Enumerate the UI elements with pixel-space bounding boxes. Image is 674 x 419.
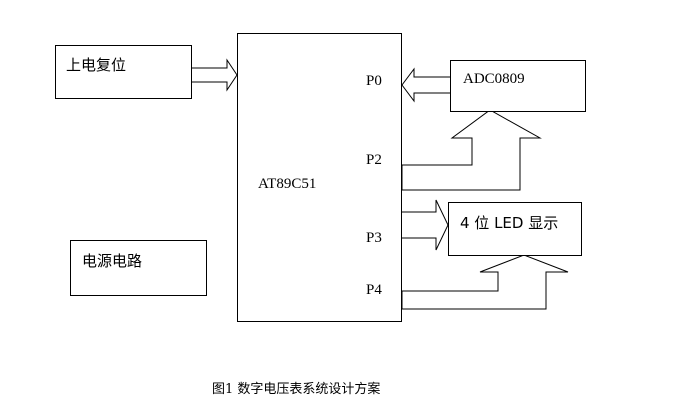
adc-block: [450, 60, 586, 112]
power-block: [70, 240, 207, 296]
figure-caption: 图1 数字电压表系统设计方案: [212, 382, 381, 397]
display-label: 4 位 LED 显示: [460, 214, 559, 232]
reset-block: [55, 45, 192, 99]
p2-to-adc-arrow: [401, 109, 542, 191]
reset-to-mcu-arrow: [192, 58, 238, 92]
mcu-block: [237, 33, 402, 322]
adc-to-p0-arrow: [401, 67, 450, 103]
p4-to-display-arrow: [401, 254, 569, 310]
display-block: [448, 202, 582, 256]
port-p3-label: P3: [366, 230, 382, 246]
reset-label: 上电复位: [66, 56, 127, 74]
port-p0-label: P0: [366, 73, 382, 89]
power-label: 电源电路: [82, 252, 143, 270]
mcu-label: AT89C51: [258, 176, 317, 192]
port-p2-label: P2: [366, 152, 382, 168]
adc-label: ADC0809: [463, 71, 525, 87]
p3-to-display-arrow: [402, 199, 449, 251]
port-p4-label: P4: [366, 282, 382, 298]
